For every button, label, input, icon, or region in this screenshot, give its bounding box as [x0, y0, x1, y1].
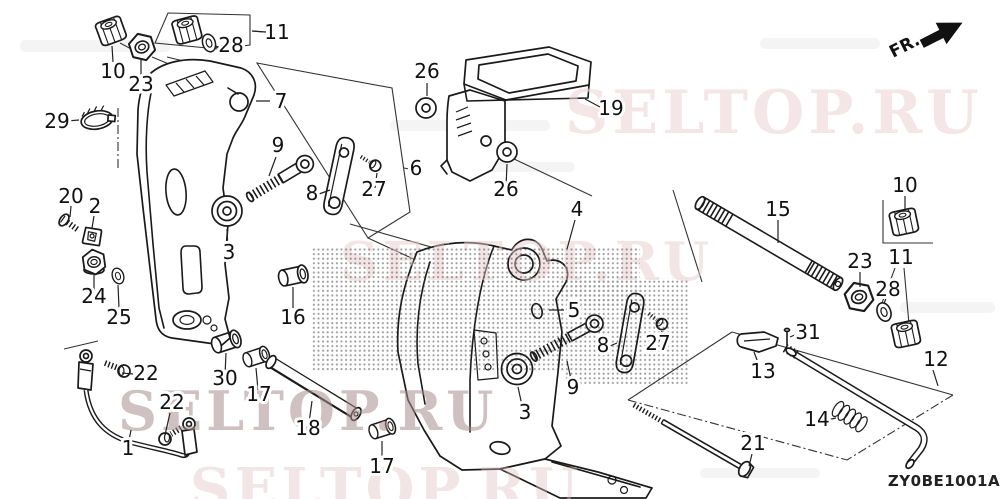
halftone-blocks — [312, 248, 688, 386]
part-7-stern-bracket — [136, 58, 257, 346]
callout-3-center: 3 — [519, 400, 532, 424]
part-23-nut-right — [841, 277, 877, 317]
group-corner-10-right — [882, 200, 933, 244]
part-31-pin — [783, 327, 791, 346]
group-box-11-left — [154, 12, 251, 50]
part-2-clip-nut — [81, 226, 103, 247]
callout-15: 15 — [765, 197, 790, 221]
fr-arrow-icon — [919, 22, 963, 48]
callout-11-topleft: 11 — [264, 20, 289, 44]
callout-27-left: 27 — [361, 177, 386, 201]
callout-16: 16 — [280, 305, 305, 329]
part-22-bolt-lower — [158, 425, 183, 446]
callout-9-left: 9 — [272, 133, 285, 157]
part-14-spring — [831, 400, 868, 433]
callout-7: 7 — [275, 89, 288, 113]
callout-24: 24 — [81, 284, 106, 308]
callout-29: 29 — [44, 109, 69, 133]
part-10-cap-nut-right — [887, 206, 921, 238]
callout-22-lower: 22 — [159, 390, 184, 414]
part-25-washer — [109, 265, 127, 287]
callout-1: 1 — [122, 436, 135, 460]
part-26-washer-upper — [415, 97, 437, 119]
part-22-bolt-upper — [103, 360, 131, 378]
part-21-bolt-long — [632, 402, 755, 479]
callout-25: 25 — [106, 305, 131, 329]
watermark-bottom-center: SELTOP.RU — [190, 456, 582, 499]
callout-10-topleft: 10 — [100, 59, 125, 83]
part-9-adjust-rod-left — [245, 154, 315, 203]
callout-10-right: 10 — [892, 173, 917, 197]
watermark-bottom-left: SELTOP.RU — [118, 379, 497, 443]
diagram-code: ZY0BE1001A — [888, 472, 1000, 490]
watermarks: SELTOP.RU SELTOP.RU SELTOP.RU SELTOP.RU — [118, 78, 983, 499]
part-26-washer-lower — [496, 141, 518, 163]
callout-2: 2 — [89, 194, 102, 218]
part-16-bushing — [276, 263, 311, 289]
callout-13: 13 — [750, 359, 775, 383]
part-12-tilt-rod — [782, 344, 928, 470]
callout-3-left: 3 — [223, 240, 236, 264]
watermark-top-right: SELTOP.RU — [565, 78, 983, 148]
part-11-cap-nut-right — [889, 318, 923, 350]
part-19-mount-bracket — [440, 46, 592, 182]
callout-19: 19 — [598, 96, 623, 120]
callout-14: 14 — [804, 407, 829, 431]
callout-18: 18 — [295, 416, 320, 440]
callout-17-upper: 17 — [246, 382, 271, 406]
part-28-washer-right — [873, 299, 895, 325]
part-8-link-left — [323, 136, 355, 216]
part-18-pivot-tube — [265, 354, 362, 422]
part-29-clamp — [80, 105, 117, 131]
part-11-cap-nut-left — [170, 14, 204, 46]
callout-26-lower: 26 — [493, 177, 518, 201]
part-1-ground-cable — [63, 340, 198, 459]
part-28-washer-left — [199, 31, 219, 55]
part-13-lever-blade — [736, 331, 779, 353]
callout-23-right: 23 — [847, 249, 872, 273]
part-24-flange-nut — [80, 247, 108, 277]
part-15-anchor-rod — [694, 195, 844, 292]
callout-27-center: 27 — [645, 331, 670, 355]
callout-6: 6 — [410, 156, 423, 180]
callout-26-upper: 26 — [414, 59, 439, 83]
callout-21: 21 — [740, 431, 765, 455]
leader-lines — [66, 30, 939, 467]
callout-11-right: 11 — [888, 245, 913, 269]
part-27-bolt-left — [359, 154, 382, 172]
callout-4: 4 — [571, 197, 584, 221]
callout-30: 30 — [212, 366, 237, 390]
fr-label: FR. — [886, 30, 923, 62]
part-23-nut-left — [125, 29, 159, 65]
callout-17-lower: 17 — [369, 454, 394, 478]
part-20-screw — [58, 213, 81, 233]
callout-8-left: 8 — [306, 181, 319, 205]
callout-31: 31 — [795, 320, 820, 344]
part-3-seal-left — [211, 195, 243, 227]
callout-8-center: 8 — [597, 333, 610, 357]
callout-28-topleft: 28 — [218, 33, 243, 57]
callout-labels: 10 23 28 11 7 29 26 19 9 8 27 6 20 2 3 2… — [41, 17, 951, 481]
callout-22-upper: 22 — [133, 361, 158, 385]
callout-28-right: 28 — [875, 277, 900, 301]
callout-23-topleft: 23 — [128, 72, 153, 96]
callout-5: 5 — [568, 298, 581, 322]
fr-direction-indicator: FR. — [886, 22, 963, 62]
callout-9-center: 9 — [567, 375, 580, 399]
callout-20: 20 — [58, 184, 83, 208]
callout-12: 12 — [923, 347, 948, 371]
